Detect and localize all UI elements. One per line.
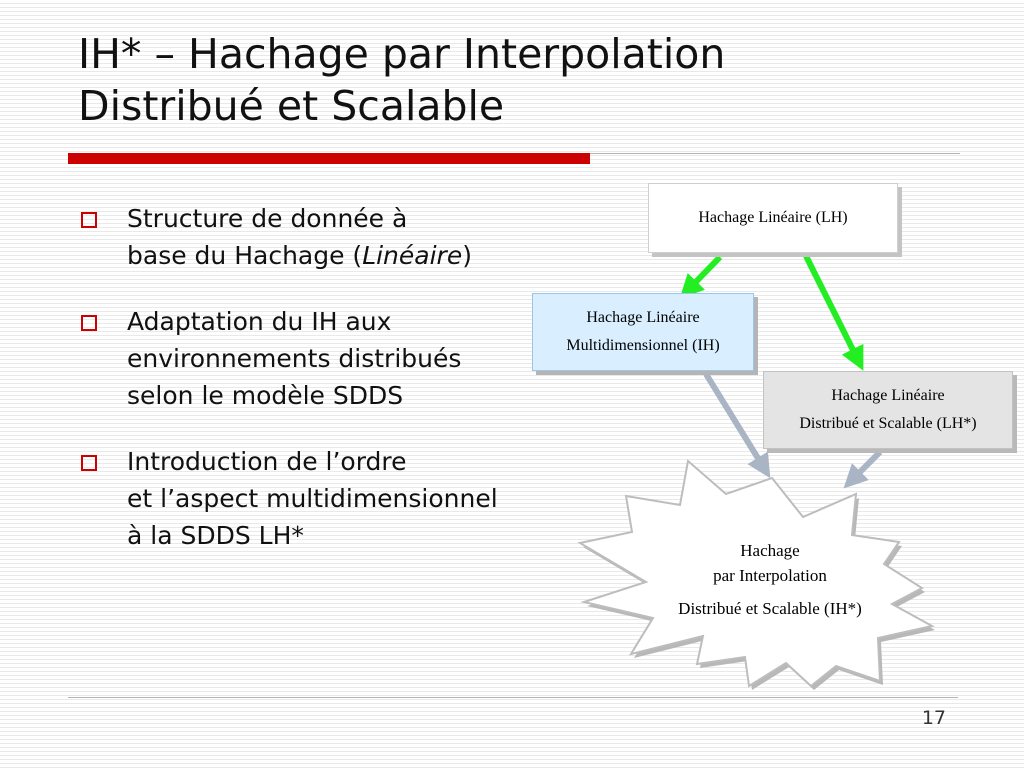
node-ihstar-label-line-2: par Interpolation: [713, 566, 827, 585]
node-ihstar: Hachage par Interpolation Distribué et S…: [630, 538, 910, 621]
bullet-line: Introduction de l’ordre: [127, 447, 407, 476]
bullet-line: environnements distribués: [127, 344, 462, 373]
bullet-line: base du Hachage (Linéaire): [127, 237, 598, 274]
square-bullet-icon: [81, 212, 97, 228]
node-ihstar-label-line-3: Distribué et Scalable (IH*): [678, 599, 862, 618]
bullet-text: ): [462, 241, 472, 270]
title-underline-gray: [590, 153, 960, 154]
title-underline-red: [68, 153, 590, 164]
bullet-line: Adaptation du IH aux: [127, 307, 392, 336]
bullet-text: base du Hachage (: [127, 241, 363, 270]
bullet-line: et l’aspect multidimensionnel: [127, 484, 498, 513]
arrow-lh-to-lhstar: [803, 254, 864, 371]
bullet-line: à la SDDS LH*: [127, 521, 304, 550]
square-bullet-icon: [81, 315, 97, 331]
node-ih-label-line-1: Hachage Linéaire: [586, 309, 700, 326]
bullet-item: Introduction de l’ordre et l’aspect mult…: [78, 443, 598, 554]
page-number: 17: [921, 707, 946, 729]
node-ihstar-label-line-1: Hachage: [740, 541, 800, 560]
bullet-line: selon le modèle SDDS: [127, 381, 404, 410]
arrow-lh-to-ih: [679, 254, 723, 299]
arrow-ih-to-ihstar: [703, 372, 771, 479]
node-ih-label-line-2: Multidimensionnel (IH): [566, 337, 720, 354]
footer-rule: [68, 697, 958, 698]
starburst-shape: [577, 459, 935, 688]
node-lh: Hachage Linéaire (LH): [648, 183, 898, 253]
node-ih: Hachage Linéaire Multidimensionnel (IH): [532, 293, 754, 371]
slide-title: IH* – Hachage par Interpolation Distribu…: [78, 28, 978, 132]
node-lhstar-label-line-2: Distribué et Scalable (LH*): [799, 415, 977, 432]
node-lhstar: Hachage Linéaire Distribué et Scalable (…: [763, 371, 1013, 449]
node-lhstar-label-line-1: Hachage Linéaire: [831, 387, 945, 404]
bullet-list: Structure de donnée à base du Hachage (L…: [78, 200, 598, 583]
title-line-1: IH* – Hachage par Interpolation: [78, 30, 726, 78]
title-line-2: Distribué et Scalable: [78, 82, 505, 130]
bullet-item: Structure de donnée à base du Hachage (L…: [78, 200, 598, 274]
bullet-text-italic: Linéaire: [362, 241, 463, 270]
square-bullet-icon: [81, 455, 97, 471]
node-lh-label: Hachage Linéaire (LH): [698, 209, 848, 226]
bullet-item: Adaptation du IH aux environnements dist…: [78, 303, 598, 414]
arrow-lhstar-to-ihstar: [843, 449, 883, 489]
bullet-line: Structure de donnée à: [127, 204, 408, 233]
